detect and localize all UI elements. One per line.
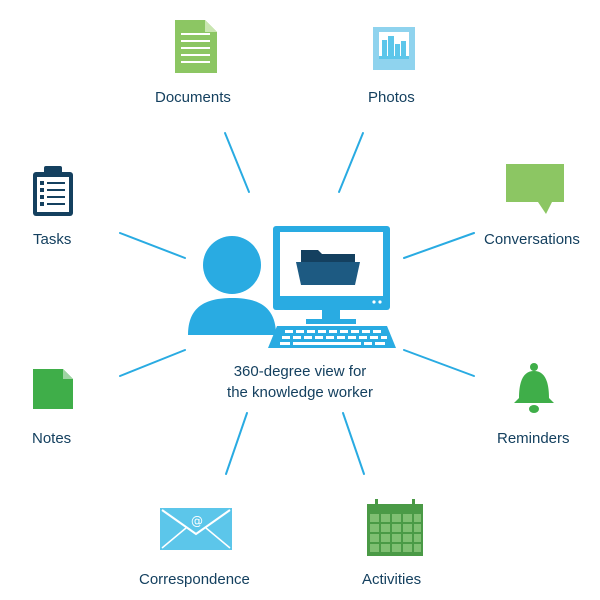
- document-icon: [175, 20, 217, 73]
- connector-photos: [338, 132, 364, 193]
- correspondence-label: Correspondence: [139, 571, 250, 588]
- connector-notes: [119, 349, 186, 377]
- connector-lines: [119, 132, 475, 475]
- reminders-label: Reminders: [497, 430, 570, 447]
- clipboard-checklist-icon: [33, 166, 73, 216]
- user-computer-icon: [188, 226, 396, 348]
- photo-icon: [373, 27, 415, 70]
- note-icon: [33, 369, 73, 409]
- connector-documents: [224, 132, 250, 193]
- conversations-label: Conversations: [484, 231, 580, 248]
- speech-bubble-icon: [506, 164, 564, 214]
- photos-label: Photos: [368, 89, 415, 106]
- keyboard-icon: [268, 326, 396, 348]
- center-caption-line-2: the knowledge worker: [227, 384, 373, 401]
- connector-activities: [342, 412, 365, 475]
- user-icon: [188, 236, 276, 335]
- center-caption-line-1: 360-degree view for: [233, 363, 367, 380]
- connector-conversations: [403, 232, 475, 259]
- tasks-label: Tasks: [33, 231, 72, 248]
- folder-icon: [296, 250, 360, 285]
- svg-text:@: @: [191, 514, 203, 528]
- connector-reminders: [403, 349, 475, 377]
- connector-correspondence: [225, 412, 248, 475]
- bell-icon: [514, 363, 554, 413]
- documents-label: Documents: [155, 89, 231, 106]
- calendar-icon: [367, 499, 423, 556]
- notes-label: Notes: [32, 430, 72, 447]
- center-caption: 360-degree view for the knowledge worker: [200, 361, 400, 403]
- activities-label: Activities: [362, 571, 422, 588]
- envelope-icon: @: [160, 508, 232, 550]
- connector-tasks: [119, 232, 186, 259]
